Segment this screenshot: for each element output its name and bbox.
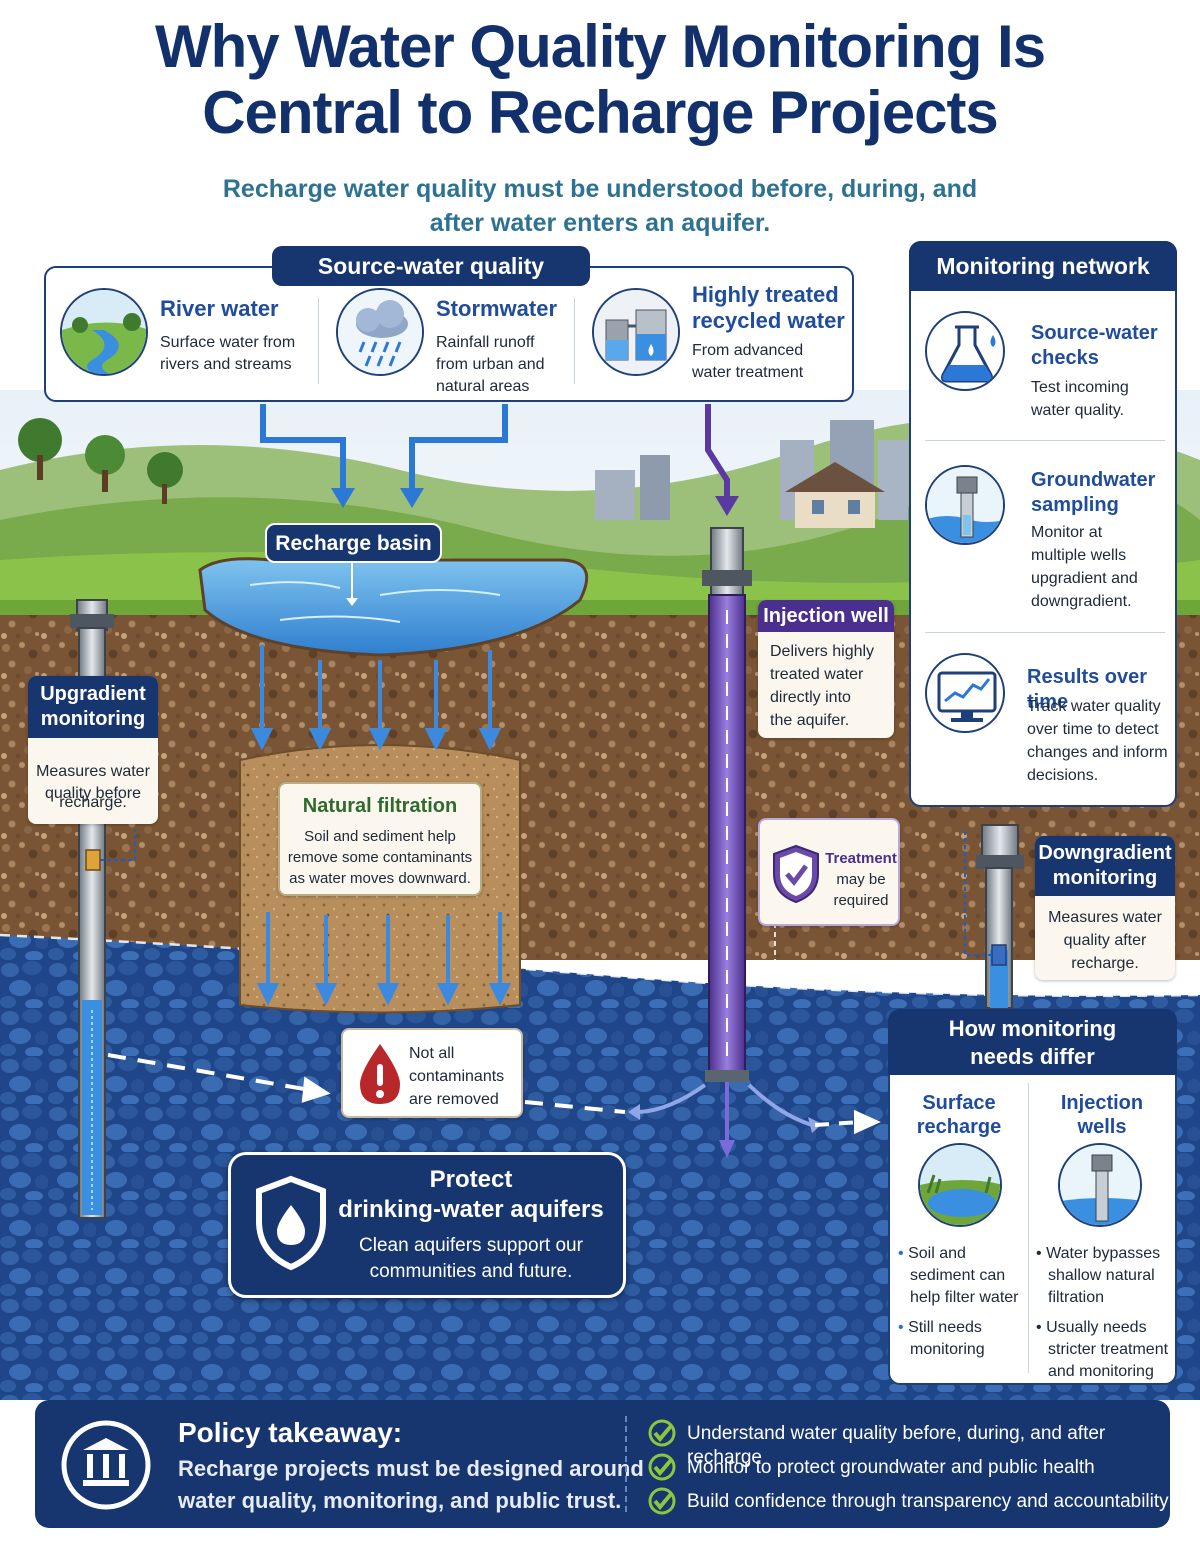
check-circle-icon: [648, 1487, 676, 1515]
page-subtitle: Recharge water quality must be understoo…: [222, 175, 978, 237]
upgradient-monitoring-title: Upgradient monitoring: [28, 676, 158, 738]
infiltration-arrows: [250, 645, 512, 1006]
natural-filtration-box: Natural filtration Soil and sediment hel…: [278, 782, 482, 896]
river-water-title: River water: [160, 296, 279, 321]
monitoring-differences-header: How monitoring needs differ: [888, 1009, 1177, 1075]
recycled-water-title: Highly treated recycled water: [692, 282, 845, 333]
divider: [574, 298, 575, 384]
policy-check-3: Build confidence through transparency an…: [648, 1487, 1169, 1515]
well-icon: [925, 465, 1005, 545]
divider: [925, 440, 1165, 441]
divider: [925, 632, 1165, 633]
warning-drop-icon: [360, 1044, 400, 1104]
policy-takeaway-panel: Policy takeaway: Recharge projects must …: [35, 1400, 1170, 1528]
policy-check-1: Understand water quality before, during,…: [648, 1419, 1170, 1470]
downgradient-monitoring-title: Downgradient monitoring: [1035, 836, 1175, 896]
treatment-plant-icon: [592, 288, 680, 376]
divider: [318, 298, 319, 384]
bullet: •: [898, 1319, 904, 1336]
surface-recharge-title: Surface recharge: [916, 1092, 1002, 1138]
stormwater-title: Stormwater: [436, 296, 558, 321]
policy-check-2: Monitor to protect groundwater and publi…: [648, 1453, 1095, 1481]
river-icon: [60, 288, 148, 376]
source-water-checks-title: Source-water checks: [1031, 322, 1158, 369]
source-water-card: River water Surface water from rivers an…: [44, 266, 854, 402]
results-over-time-title: Results over time: [1027, 666, 1148, 713]
contaminants-warning-box: Not all contaminants are removed: [341, 1028, 523, 1118]
bullet: •: [1036, 1319, 1042, 1336]
source-water-header: Source-water quality: [272, 246, 590, 286]
rain-cloud-icon: [336, 288, 424, 376]
house: [785, 462, 885, 528]
recharge-basin-label: Recharge basin: [265, 523, 442, 563]
source-flow-arrows: [260, 404, 508, 492]
monitoring-network-header: Monitoring network: [909, 241, 1177, 291]
natural-filtration-title: Natural filtration: [302, 795, 458, 817]
government-building-icon: [61, 1420, 151, 1510]
divider: [1028, 1083, 1029, 1373]
source-stormwater: Stormwater Rainfall runoff from urban an…: [322, 268, 572, 400]
check-circle-icon: [648, 1419, 676, 1447]
monitoring-network-card: Source-water checks Test incoming water …: [909, 241, 1177, 807]
downgradient-well: [964, 824, 1024, 1009]
surface-pond-icon: [918, 1143, 1002, 1227]
source-river: River water Surface water from rivers an…: [46, 268, 316, 400]
bullet: •: [898, 1245, 904, 1262]
injection-well: [628, 527, 822, 1158]
injection-well-title: Injection well: [758, 600, 894, 632]
protect-aquifers-panel: Protect drinking-water aquifers Clean aq…: [228, 1152, 626, 1298]
shield-check-icon: [773, 844, 819, 904]
shield-drop-icon: [256, 1175, 326, 1271]
injection-well-icon: [1058, 1143, 1142, 1227]
injection-wells-title: Injection wells: [1060, 1092, 1144, 1138]
groundwater-sampling-title: Groundwater sampling: [1031, 469, 1156, 516]
bullet: •: [1036, 1245, 1042, 1262]
treatment-badge: Treatment may be required: [758, 818, 900, 926]
monitor-chart-icon: [925, 653, 1005, 733]
page-title: Why Water Quality Monitoring Is Central …: [154, 13, 1046, 146]
groundwater-flow-arrows: [107, 1053, 881, 1135]
check-circle-icon: [648, 1453, 676, 1481]
flask-icon: [925, 311, 1005, 391]
policy-title: Policy takeaway:: [178, 1417, 403, 1448]
divider: [625, 1416, 627, 1512]
source-recycled: Highly treated recycled water From advan…: [578, 268, 848, 400]
